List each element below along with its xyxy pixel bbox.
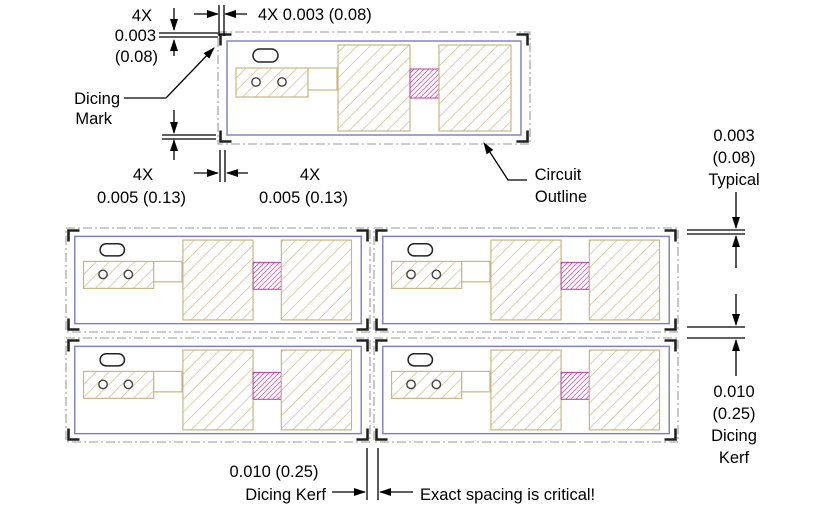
kerf-right-label-line1: 0.010 <box>713 383 754 401</box>
right-pad <box>588 349 661 431</box>
oval-slot <box>99 243 126 257</box>
dicing-mark-corner <box>67 318 80 331</box>
typical-label-line1: 0.003 <box>713 127 754 145</box>
via-hole <box>98 379 108 390</box>
probe-box <box>153 370 183 393</box>
dicing-mark-corner <box>67 229 80 242</box>
via-hole <box>277 77 287 87</box>
circuit-outline <box>74 345 362 435</box>
circuit-outline <box>382 345 670 435</box>
via-hole <box>406 379 416 390</box>
middle-pad <box>337 44 411 132</box>
right-pad <box>588 239 661 321</box>
circuit-outline-label-line2: Outline <box>535 188 587 206</box>
kerf-right-label-line4: Kerf <box>719 449 750 467</box>
via-hole <box>98 269 108 280</box>
left-pad <box>390 260 463 289</box>
dicing-mark-corner <box>67 339 80 352</box>
top-4x-label: 4X <box>132 7 152 25</box>
right-pad <box>438 44 512 132</box>
resistor-element <box>252 371 282 400</box>
via-hole <box>431 269 442 280</box>
chip-array <box>65 31 679 443</box>
dicing-mark-corner <box>516 130 529 143</box>
typical-label-line3: Typical <box>708 171 759 189</box>
middle-pad <box>490 349 562 431</box>
right-pad <box>280 239 353 321</box>
dicing-mark-corner <box>219 130 232 143</box>
left-pad <box>82 260 155 289</box>
resistor-element <box>560 371 590 400</box>
dicing-mark-corner <box>356 428 369 441</box>
left-pad <box>390 370 463 399</box>
right-pad <box>280 349 353 431</box>
dicing-mark-corner <box>356 339 369 352</box>
dicing-mark-corner <box>356 229 369 242</box>
kerf-right-label-line2: (0.25) <box>712 405 755 423</box>
left-4x-label: 4X <box>133 166 153 184</box>
oval-slot <box>252 48 279 63</box>
right-0005-label: 0.005 (0.13) <box>259 189 348 207</box>
chip-top <box>217 31 531 145</box>
dicing-mark-corner <box>664 339 677 352</box>
top-0003-label: 0.003 <box>115 27 156 45</box>
dicing-mark-corner <box>375 428 388 441</box>
left-pad <box>235 67 309 98</box>
middle-pad <box>182 239 254 321</box>
dicing-mark-corner <box>664 318 677 331</box>
dicing-street-outline <box>217 31 531 145</box>
dimension-lines <box>124 5 745 500</box>
circuit-outline <box>74 235 362 325</box>
dicing-mark-corner <box>219 33 232 46</box>
via-hole <box>431 379 442 390</box>
chip-grid-3 <box>65 337 371 443</box>
dicing-mark-leader <box>124 47 215 99</box>
circuit-outline-leader <box>483 142 527 181</box>
resistor-element <box>252 261 282 290</box>
top-right-dimension-label: 4X 0.003 (0.08) <box>258 6 372 24</box>
via-hole <box>123 379 134 390</box>
dicing-mark-corner <box>664 428 677 441</box>
kerf-right-label-line3: Dicing <box>711 427 757 445</box>
dicing-mark-label-line1: Dicing <box>74 90 120 108</box>
kerf-bottom-label-line1: 0.010 (0.25) <box>230 463 319 481</box>
exact-spacing-label: Exact spacing is critical! <box>420 486 595 504</box>
resistor-element <box>560 261 590 290</box>
dicing-mark-corner <box>375 318 388 331</box>
dicing-mark-corner <box>67 428 80 441</box>
dicing-mark-corner <box>375 339 388 352</box>
probe-box <box>461 370 491 393</box>
circuit-outline-label-line1: Circuit <box>535 166 582 184</box>
middle-pad <box>490 239 562 321</box>
dicing-mark-corner <box>375 229 388 242</box>
dicing-mark-corner <box>356 318 369 331</box>
circuit-outline <box>226 40 522 136</box>
top-008-label: (0.08) <box>115 48 158 66</box>
left-0005-label: 0.005 (0.13) <box>97 189 186 207</box>
oval-slot <box>99 353 126 367</box>
via-hole <box>251 77 261 87</box>
via-hole <box>406 269 416 280</box>
dicing-mark-corner <box>516 33 529 46</box>
probe-box <box>307 67 338 91</box>
chip-grid-1 <box>65 227 371 333</box>
middle-pad <box>182 349 254 431</box>
dicing-mark-corner <box>664 229 677 242</box>
typical-label-line2: (0.08) <box>712 149 755 167</box>
oval-slot <box>407 353 434 367</box>
probe-box <box>153 260 183 283</box>
kerf-bottom-label-line2: Dicing Kerf <box>245 486 326 504</box>
right-4x-label: 4X <box>300 166 320 184</box>
via-hole <box>123 269 134 280</box>
circuit-outline <box>382 235 670 325</box>
oval-slot <box>407 243 434 257</box>
probe-box <box>461 260 491 283</box>
chip-grid-4 <box>373 337 679 443</box>
chip-grid-2 <box>373 227 679 333</box>
resistor-element <box>409 68 440 99</box>
left-pad <box>82 370 155 399</box>
dicing-mark-label-line2: Mark <box>75 110 112 128</box>
